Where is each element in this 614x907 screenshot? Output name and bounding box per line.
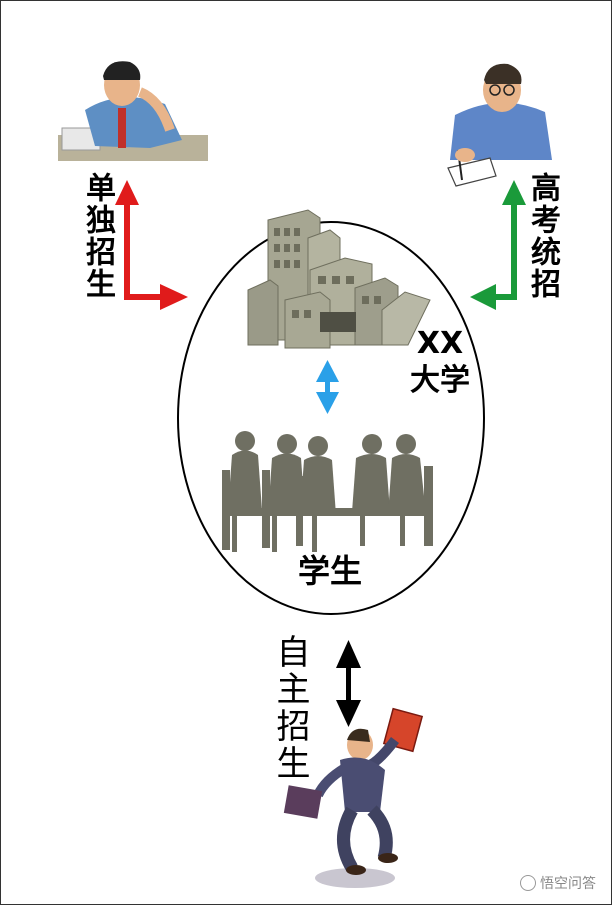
meeting-people-silhouette-icon	[222, 431, 433, 552]
university-name-line1: XX	[400, 327, 480, 362]
man-writing-at-desk-icon	[448, 64, 552, 186]
black-double-arrow	[336, 640, 361, 727]
students-label: 学生	[270, 553, 390, 590]
blue-double-arrow	[316, 360, 339, 414]
national-exam-enrollment-label: 高考统招	[527, 172, 557, 300]
green-path-arrow	[470, 180, 526, 310]
watermark: 悟空问答	[520, 873, 596, 893]
thinking-man-at-desk-icon	[58, 61, 208, 161]
red-path-arrow	[115, 180, 188, 310]
wukong-logo-icon	[520, 875, 536, 891]
independent-enrollment-label: 单独招生	[82, 172, 112, 300]
university-name-line2: 大学	[400, 364, 480, 399]
autonomous-enrollment-label: 自主招生	[273, 634, 307, 782]
watermark-text: 悟空问答	[540, 873, 596, 893]
